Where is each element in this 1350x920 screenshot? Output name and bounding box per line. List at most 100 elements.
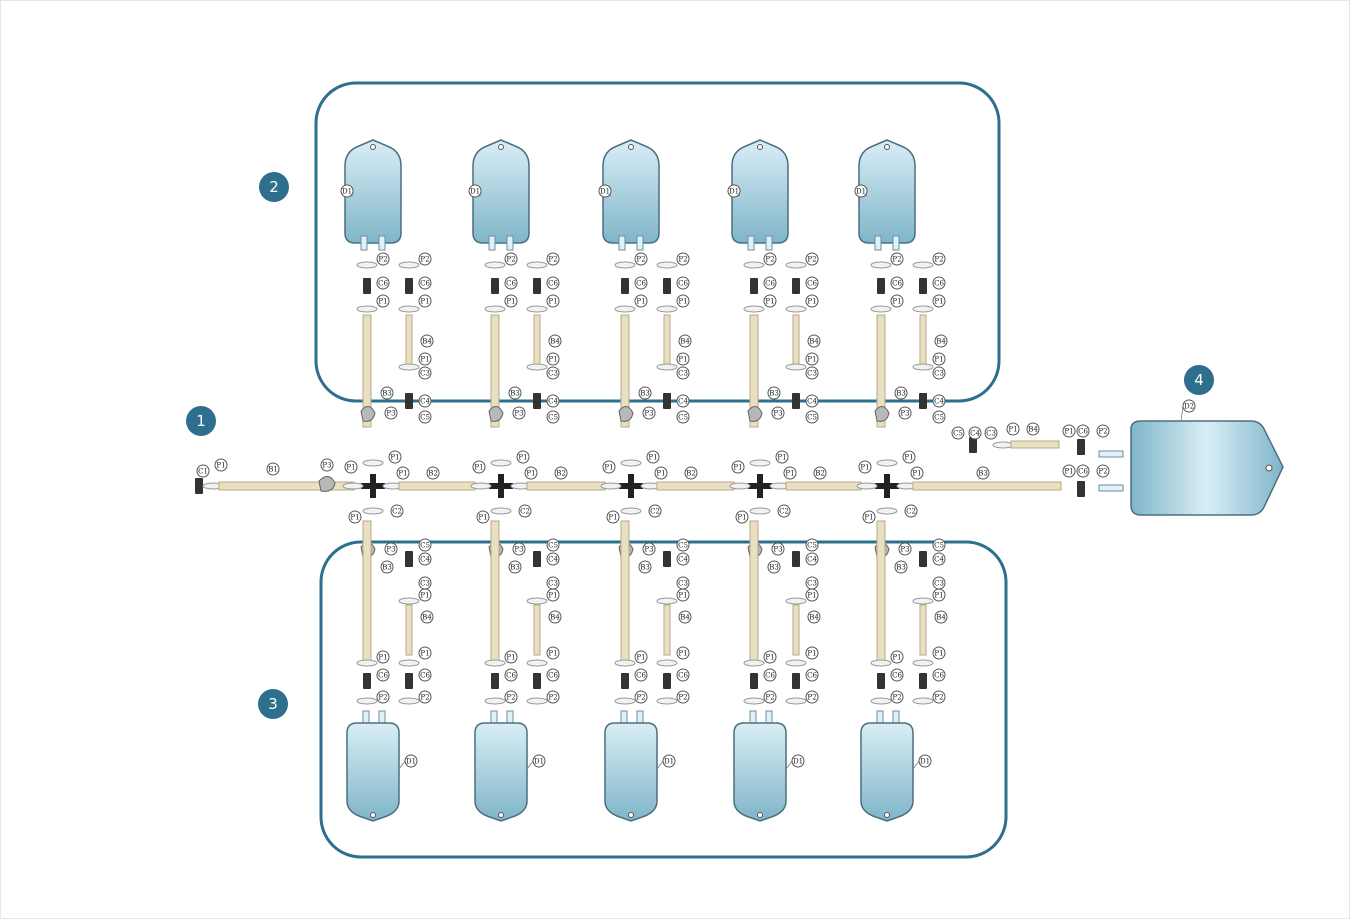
clip [656,697,678,705]
tag-c6: C6 [676,668,690,682]
tag-label: B4 [809,338,819,346]
tag-p2: P2 [763,252,777,266]
tag-p2: P2 [676,252,690,266]
tag-p2: P2 [504,252,518,266]
hanger-hole [370,144,376,150]
tag-circle [898,542,912,556]
tag-label: B3 [769,390,779,398]
tag-circle [606,510,620,524]
clip [912,597,934,605]
cross-connector [619,474,643,498]
connector [405,278,413,294]
tag-c3: C3 [546,576,560,590]
tag-label: P3 [514,546,523,554]
tag-label: C3 [548,370,558,378]
tag-p1: P1 [602,460,616,474]
tube-b3 [362,314,372,428]
tag-c6: C6 [418,668,432,682]
tag-c6: C6 [376,668,390,682]
tag-p3: P3 [320,458,334,472]
tag-p2: P2 [418,690,432,704]
clip [743,659,765,667]
clip [362,459,384,467]
tag-p1: P1 [646,450,660,464]
tag-label: C4 [548,556,558,564]
tag-c4: C4 [418,552,432,566]
tag-p1: P1 [805,294,819,308]
clip [785,261,807,269]
cross-connector [489,474,513,498]
tag-b4: B4 [548,334,562,348]
clip [342,482,364,490]
tag-p1: P1 [418,352,432,366]
tag-p2: P2 [418,252,432,266]
transfer-bag [1130,420,1284,516]
leader-line [526,760,534,770]
tag-circle [554,466,568,480]
blood-bag [604,722,658,822]
tag-b4: B4 [934,610,948,624]
tag-label: C3 [986,430,996,438]
tag-b1: B1 [266,462,280,476]
tag-label: C3 [807,580,817,588]
tag-label: B3 [510,390,520,398]
clip [356,305,378,313]
blood-bag [344,139,402,244]
tag-label: C4 [934,556,944,564]
tag-circle [676,294,690,308]
tag-circle [380,386,394,400]
tag-label: C1 [198,468,208,476]
tag-p1: P1 [418,646,432,660]
clip [526,363,548,371]
leader-line [1180,405,1184,422]
connector [533,551,541,567]
tag-circle [763,294,777,308]
tag-b3: B3 [894,560,908,574]
clip [362,507,384,515]
clip [620,507,642,515]
tag-circle [546,394,560,408]
connector [621,278,629,294]
tag-label: C4 [678,556,688,564]
tube-b3 [620,520,630,662]
tag-d1: D1 [854,184,868,198]
tag-p1: P1 [524,466,538,480]
clip [620,459,642,467]
connector [919,393,927,409]
tag-p1: P1 [805,352,819,366]
tag-circle [638,386,652,400]
roller-clamp [488,406,504,422]
tag-p1: P1 [783,466,797,480]
tube-b3 [912,481,1062,491]
tag-label: P3 [514,410,523,418]
tag-label: D1 [664,758,674,766]
tag-label: C2 [650,508,660,516]
tag-label: P1 [506,298,515,306]
tag-circle [642,542,656,556]
tag-b3: B3 [380,560,394,574]
tag-label: P1 [1064,428,1073,436]
bag-port [892,235,900,251]
tag-circle [476,510,490,524]
connector [363,278,371,294]
tag-label: P2 [678,694,687,702]
tag-circle [805,294,819,308]
tag-circle [546,276,560,290]
tag-circle [546,552,560,566]
tag-circle [508,560,522,574]
tag-circle [634,294,648,308]
tag-label: P1 [506,654,515,662]
tag-circle [676,352,690,366]
tag-label: P1 [420,298,429,306]
tag-label: P1 [478,514,487,522]
tag-circle [676,276,690,290]
tag-circle [951,426,965,440]
tag-circle [420,610,434,624]
tag-c5: C5 [418,410,432,424]
tag-label: P1 [807,650,816,658]
connector [405,673,413,689]
